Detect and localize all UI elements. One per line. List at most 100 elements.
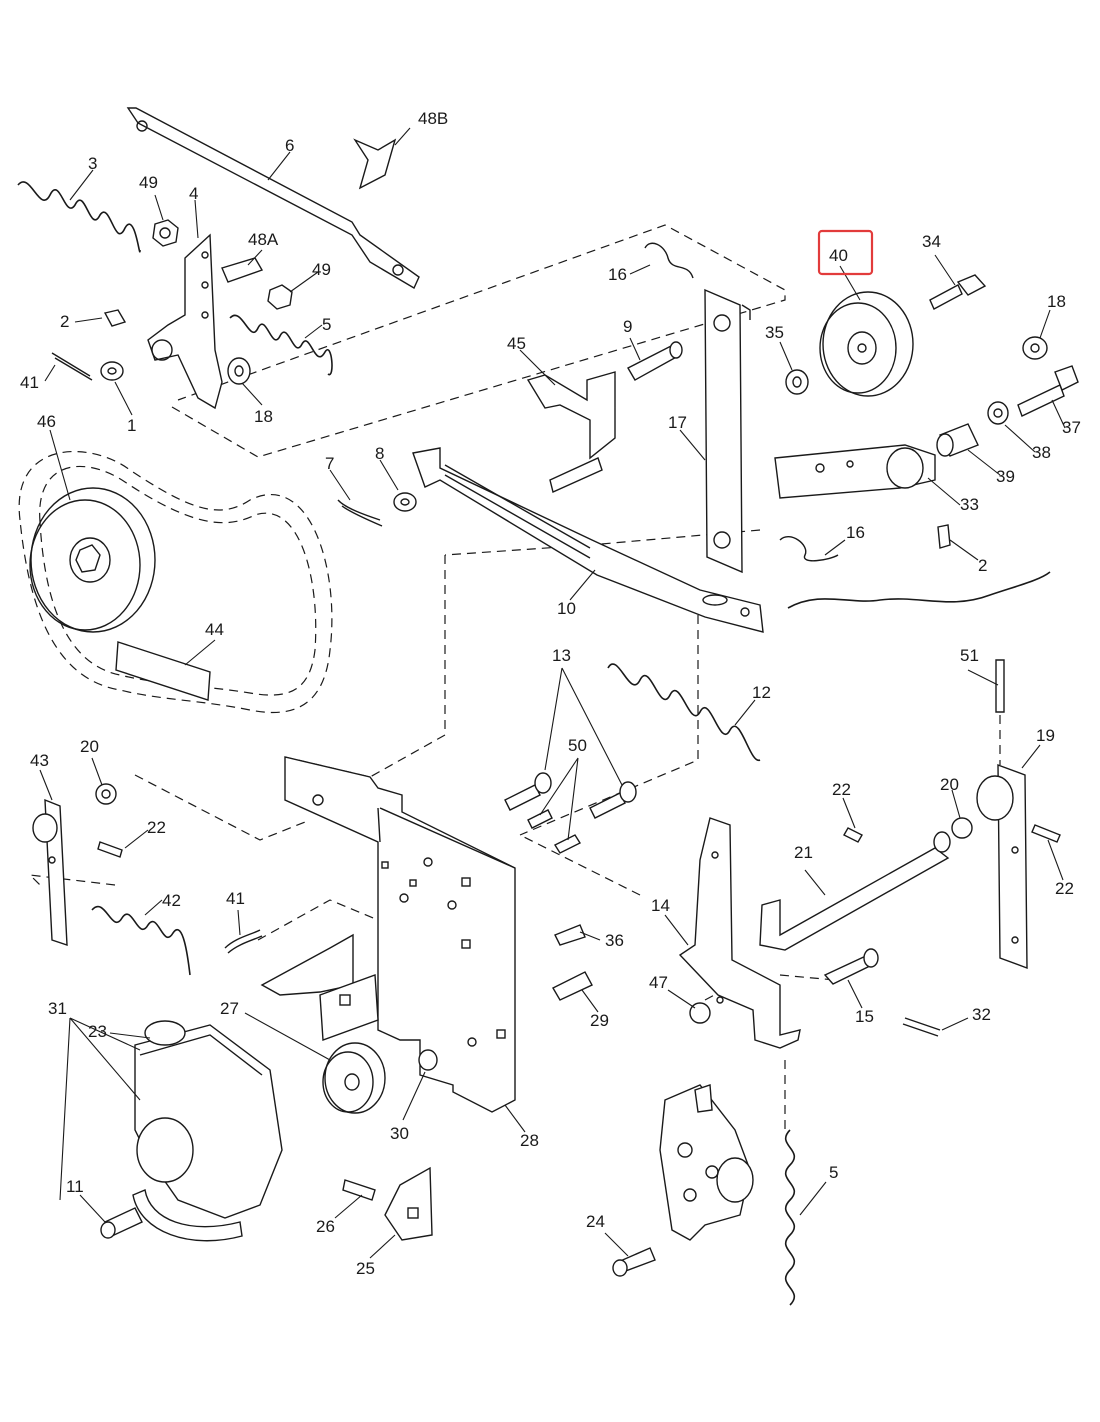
- label-48A: 48A: [248, 230, 279, 249]
- label-3: 3: [88, 154, 97, 173]
- part-45-bracket: [526, 371, 616, 493]
- small-hardware-left: [51, 309, 251, 385]
- part-18-washer: [1022, 336, 1048, 360]
- part-13-bolts: [504, 772, 637, 854]
- label-49-top: 49: [139, 173, 158, 192]
- label-18-left: 18: [254, 407, 273, 426]
- part-46-pulley: [29, 487, 156, 633]
- part-48A-pin: [221, 257, 264, 283]
- label-23: 23: [88, 1022, 107, 1041]
- label-10: 10: [557, 599, 576, 618]
- label-6: 6: [285, 136, 294, 155]
- label-7: 7: [325, 454, 334, 473]
- part-43-plate: [32, 798, 68, 946]
- part-35-washer: [785, 369, 809, 395]
- label-22-left: 22: [147, 818, 166, 837]
- part-21-shaft: [759, 831, 951, 951]
- part-16-clip: [644, 242, 694, 279]
- part-19-plate: [976, 763, 1028, 970]
- label-41-lower: 41: [226, 889, 245, 908]
- label-12: 12: [752, 683, 771, 702]
- part-29-36-bolts: [552, 924, 593, 1001]
- part-27-pulley: [322, 1042, 386, 1114]
- label-34: 34: [922, 232, 941, 251]
- part-49-nut-b: [267, 284, 293, 310]
- part-33-idler-arm: [774, 444, 936, 499]
- part-49-nut: [152, 219, 179, 247]
- highlight-box-part-40: [817, 229, 874, 276]
- label-37: 37: [1062, 418, 1081, 437]
- part-20-washer: [951, 817, 973, 839]
- label-29: 29: [590, 1011, 609, 1030]
- part-39-bushing: [936, 423, 979, 457]
- part-51-pin: [995, 659, 1005, 713]
- part-25-26-hardware: [342, 1166, 433, 1241]
- label-33: 33: [960, 495, 979, 514]
- part-9-pin: [627, 341, 683, 381]
- part-3-spring: [17, 181, 141, 253]
- label-1: 1: [127, 416, 136, 435]
- label-21: 21: [794, 843, 813, 862]
- label-5-lower: 5: [829, 1163, 838, 1182]
- label-41-upper: 41: [20, 373, 39, 392]
- part-17-link: [704, 288, 751, 574]
- label-42: 42: [162, 891, 181, 910]
- label-25: 25: [356, 1259, 375, 1278]
- label-2-right: 2: [978, 556, 987, 575]
- part-22-pin: [843, 824, 1061, 843]
- leader-lines: [39, 127, 1066, 1259]
- label-50: 50: [568, 736, 587, 755]
- label-20-left: 20: [80, 737, 99, 756]
- part-4-bracket: [147, 233, 223, 410]
- label-17: 17: [668, 413, 687, 432]
- part-40-idler-pulley: [819, 291, 914, 397]
- label-20-right: 20: [940, 775, 959, 794]
- label-16-lower: 16: [846, 523, 865, 542]
- label-8: 8: [375, 444, 384, 463]
- label-43: 43: [30, 751, 49, 770]
- small-hardware-mid: [337, 492, 417, 527]
- label-27: 27: [220, 999, 239, 1018]
- label-24: 24: [586, 1212, 605, 1231]
- label-48B: 48B: [418, 109, 448, 128]
- label-44: 44: [205, 620, 224, 639]
- part-15-pin: [823, 948, 879, 985]
- part-14-lever: [678, 817, 801, 1049]
- label-36: 36: [605, 931, 624, 950]
- label-32: 32: [972, 1005, 991, 1024]
- part-30-washer: [418, 1049, 438, 1071]
- label-22-mid: 22: [832, 780, 851, 799]
- small-hardware-right: [779, 524, 1051, 609]
- label-51: 51: [960, 646, 979, 665]
- part-11-fitting: [100, 1207, 143, 1239]
- small-hardware-lower-left: [95, 783, 123, 858]
- part-42-spring: [91, 906, 191, 976]
- part-32-cotter: [902, 1017, 941, 1037]
- hydraulic-valve: [659, 1084, 754, 1241]
- part-41-cotter: [224, 929, 263, 954]
- label-13: 13: [552, 646, 571, 665]
- label-47: 47: [649, 973, 668, 992]
- part-10-bar: [412, 447, 764, 633]
- label-26: 26: [316, 1217, 335, 1236]
- label-45: 45: [507, 334, 526, 353]
- label-38: 38: [1032, 443, 1051, 462]
- part-47-washer: [689, 1002, 711, 1024]
- label-11: 11: [66, 1177, 84, 1196]
- label-30: 30: [390, 1124, 409, 1143]
- bracket-mount: [260, 933, 379, 1041]
- label-46: 46: [37, 412, 56, 431]
- label-9: 9: [623, 317, 632, 336]
- label-28: 28: [520, 1131, 539, 1150]
- label-39: 39: [996, 467, 1015, 486]
- part-48B-clip: [353, 138, 397, 190]
- part-12-spring: [607, 663, 761, 761]
- part-5-lower-spring: [784, 1129, 796, 1306]
- part-labels: 48B 6 3 49 4 48A 49 2 5 41 1 18 46 44 16…: [20, 109, 1081, 1278]
- label-35: 35: [765, 323, 784, 342]
- part-28-frame: [284, 756, 516, 1113]
- label-15: 15: [855, 1007, 874, 1026]
- part-44-belt: [18, 451, 333, 714]
- part-6-bar: [126, 107, 420, 289]
